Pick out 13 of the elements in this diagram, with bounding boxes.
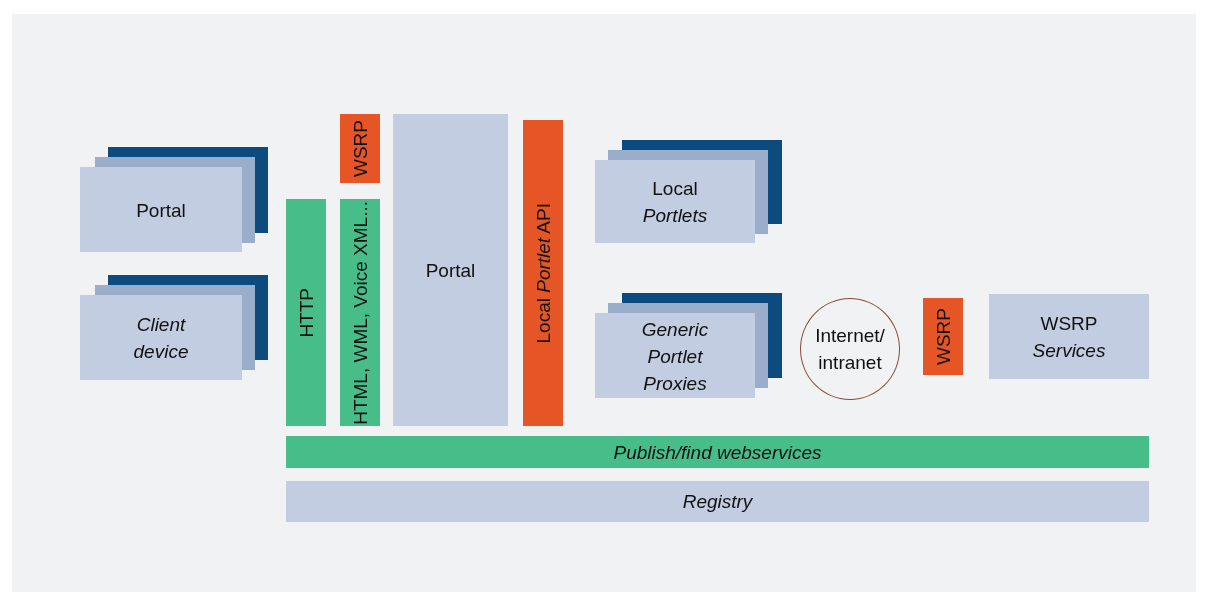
protocol-bar: WSRP — [340, 114, 380, 183]
box-label: Portal — [135, 198, 187, 222]
registry-band: Registry — [286, 481, 1149, 522]
box-label: Local Portlets — [641, 176, 709, 228]
portal-box: Portal — [393, 114, 508, 426]
service-band: Publish/find webservices — [286, 436, 1149, 468]
service-box: WSRP Services — [989, 294, 1149, 379]
api-bar: Local Portlet API — [523, 120, 563, 426]
markup-bar: HTML, WML, Voice XML... — [340, 199, 380, 426]
box-label: Generic Portlet Proxies — [640, 317, 710, 395]
protocol-bar: WSRP — [923, 298, 963, 375]
box-label: Client device — [132, 312, 190, 364]
protocol-bar: HTTP — [286, 199, 326, 426]
